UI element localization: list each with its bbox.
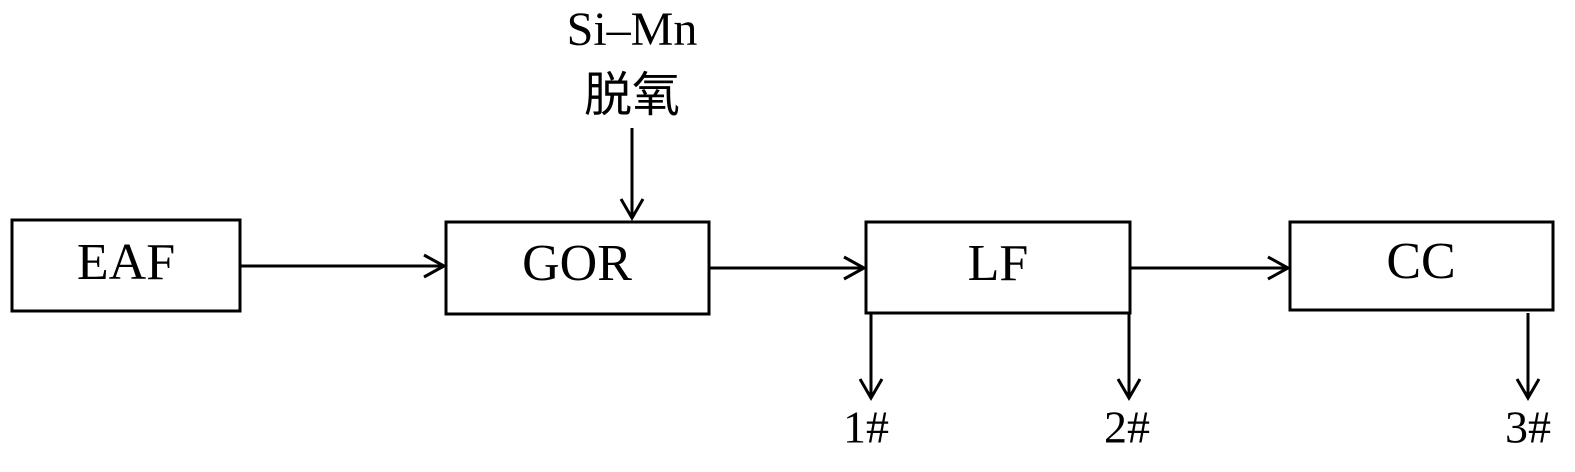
sample-2-arrow-head bbox=[1116, 378, 1142, 401]
node-gor-box bbox=[444, 220, 711, 316]
sample-3-arrow-head bbox=[1515, 378, 1541, 401]
node-cc: CC bbox=[1288, 220, 1555, 312]
node-cc-label: CC bbox=[1386, 233, 1455, 290]
deoxidation-label: 脱氧 bbox=[584, 69, 680, 122]
node-eaf-label: EAF bbox=[77, 234, 175, 291]
edge-gor-lf-head bbox=[843, 255, 868, 281]
edge-lf-cc-head bbox=[1267, 255, 1292, 281]
edge-eaf-gor-head bbox=[423, 253, 448, 279]
node-eaf: EAF bbox=[10, 218, 242, 313]
node-lf: LF bbox=[864, 220, 1132, 315]
deoxidation-agent-label: Si–Mn bbox=[567, 3, 698, 56]
node-cc-box bbox=[1288, 220, 1555, 312]
sample-1-label: 1# bbox=[843, 402, 889, 453]
node-gor-label: GOR bbox=[522, 235, 632, 292]
node-lf-label: LF bbox=[968, 235, 1029, 292]
sample-3-label: 3# bbox=[1505, 402, 1551, 453]
sample-1-arrow-head bbox=[858, 378, 884, 401]
sample-2-label: 2# bbox=[1104, 402, 1150, 453]
node-gor: GOR bbox=[444, 220, 711, 316]
input-arrow-head bbox=[619, 198, 645, 221]
